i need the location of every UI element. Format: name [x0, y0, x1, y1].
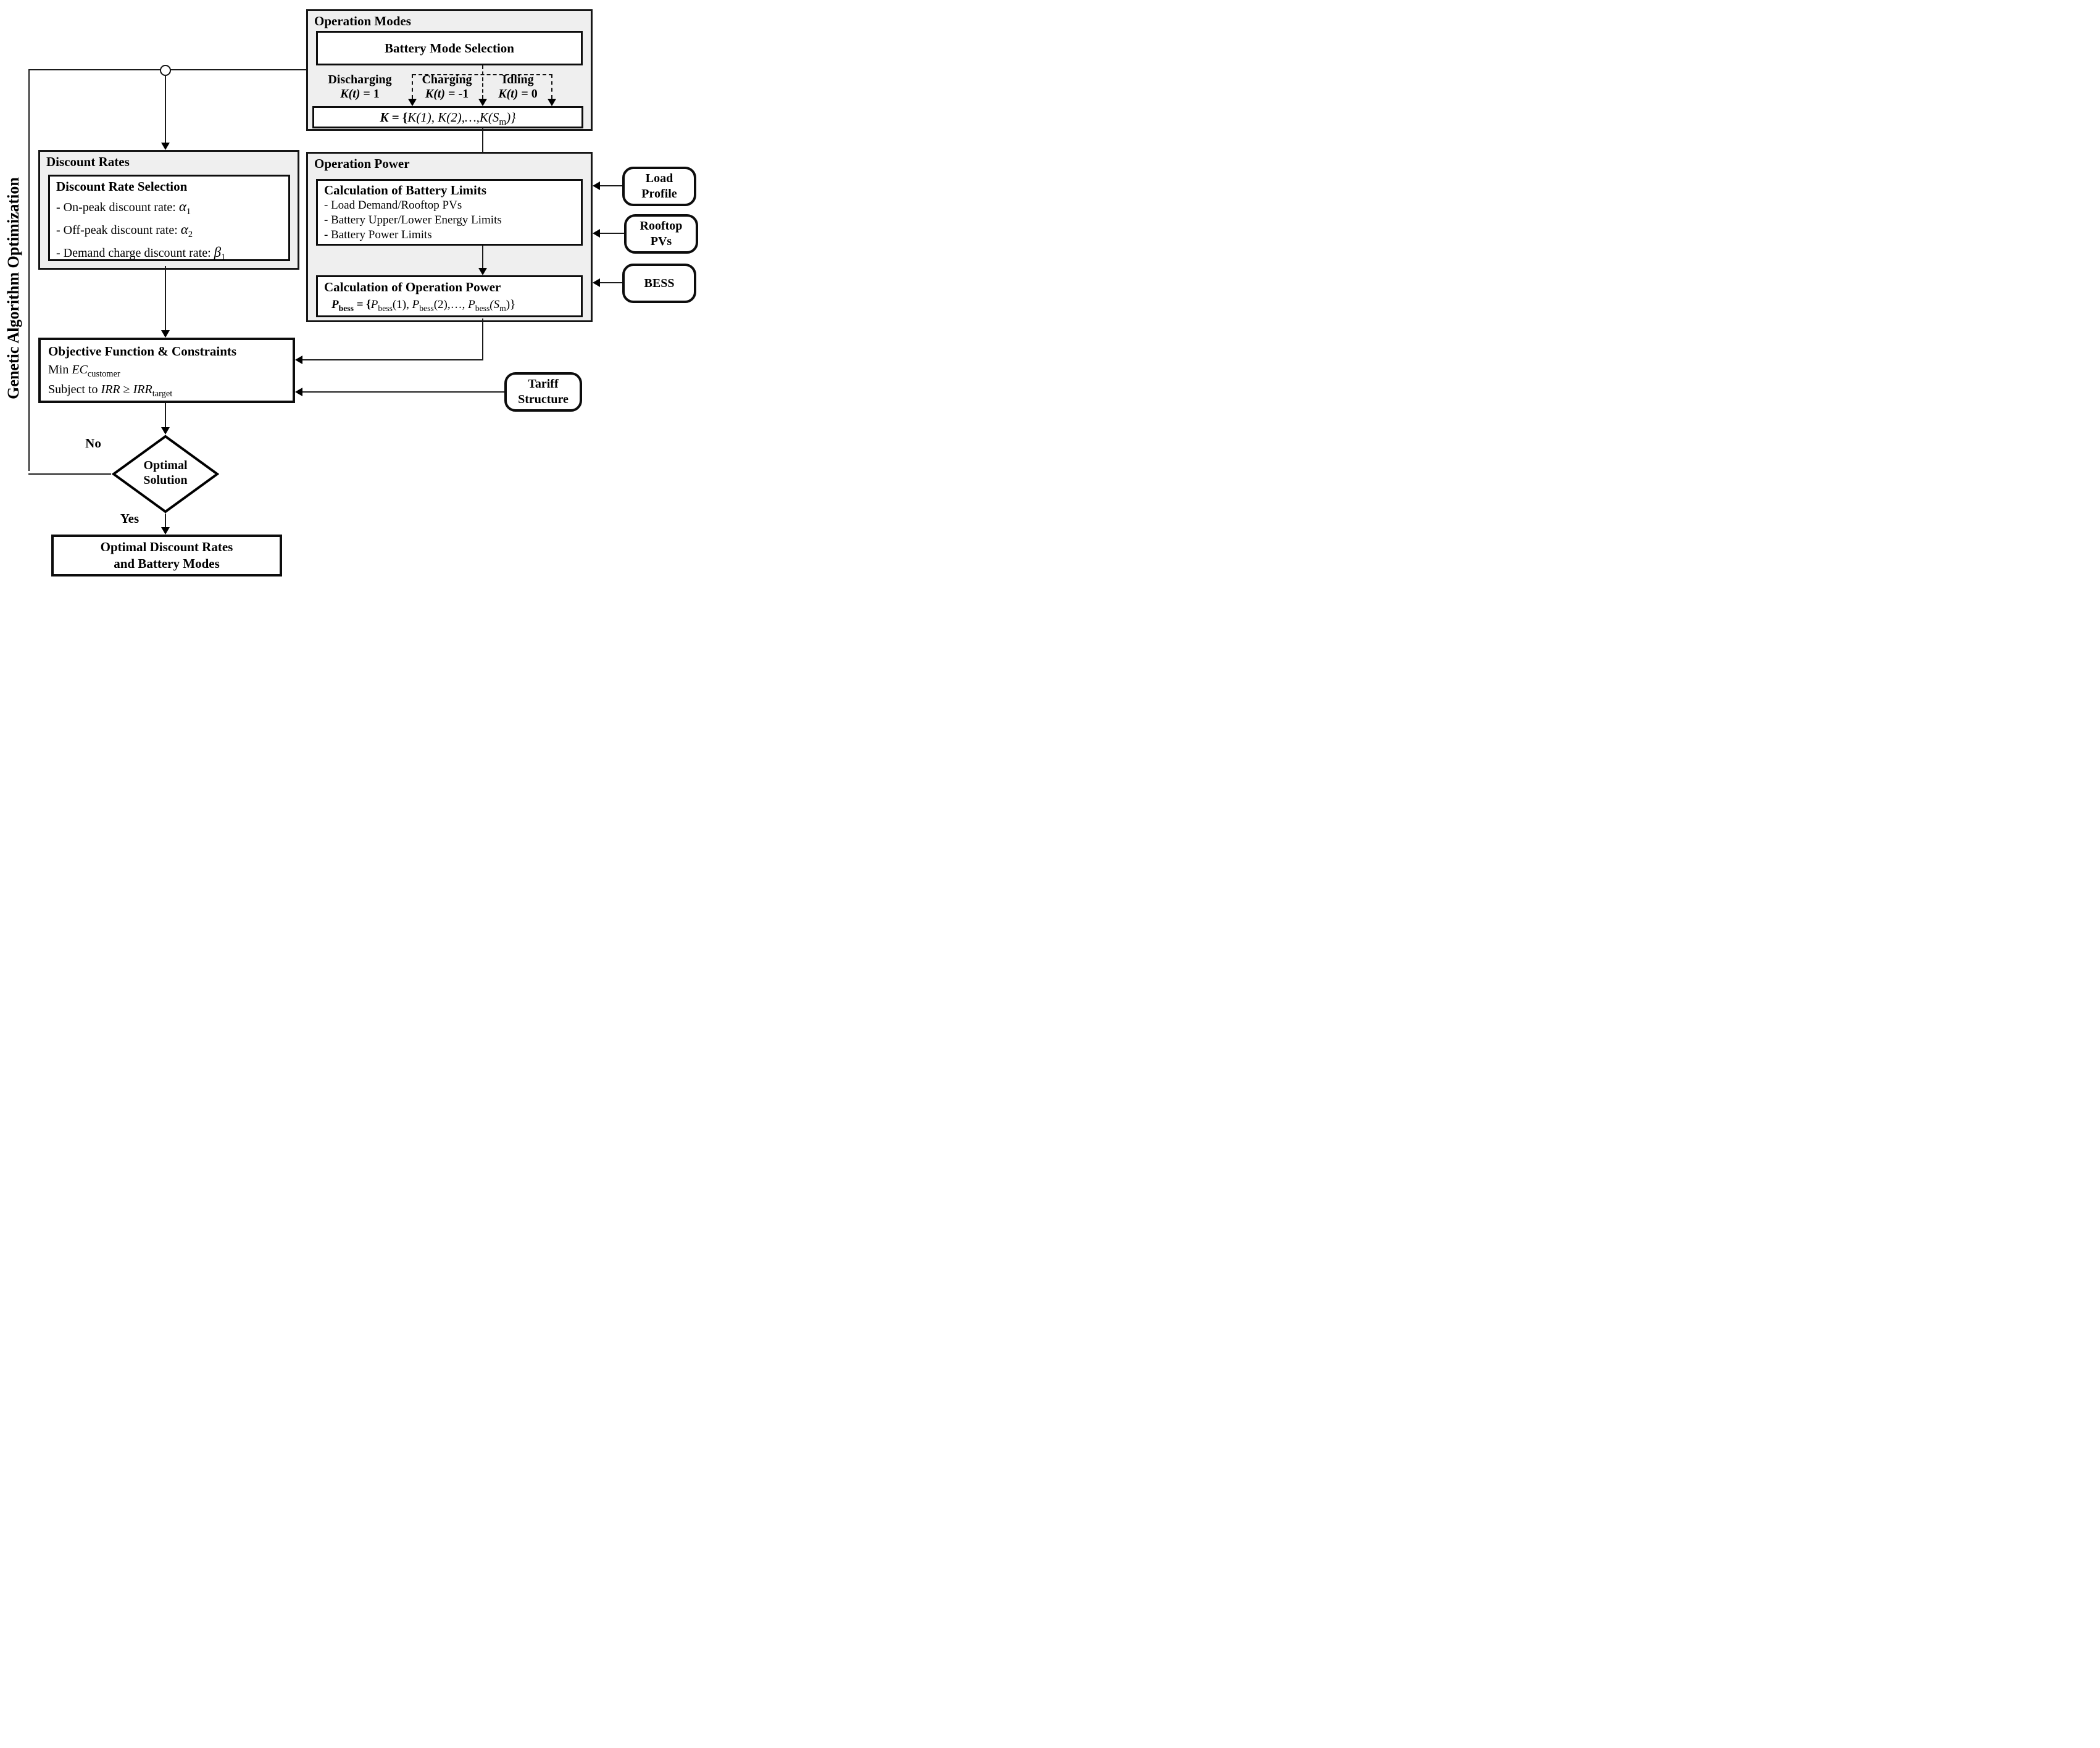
modes-dashed-right	[551, 74, 552, 99]
bess-node: BESS	[622, 264, 696, 303]
rooftop-pvs-arrow-line	[600, 233, 624, 234]
rooftop-pvs-node: Rooftop PVs	[624, 214, 698, 254]
tariff-arrow-line	[302, 391, 504, 393]
battery-limits-item: - Battery Upper/Lower Energy Limits	[324, 214, 502, 227]
flowchart-canvas: Genetic Algorithm Optimization Operation…	[0, 0, 700, 583]
objective-to-decision-line	[165, 403, 166, 427]
yes-label: Yes	[120, 511, 140, 526]
operation-modes-title: Operation Modes	[314, 14, 411, 28]
objective-min-line: Min ECcustomer	[48, 363, 120, 379]
arrow-into-objective	[161, 330, 170, 338]
mode-discharging: Discharging K(t) = 1	[317, 73, 403, 101]
load-profile-arrow-line	[600, 185, 622, 186]
decision-diamond	[112, 435, 219, 514]
tariff-line1: Tariff	[528, 377, 559, 391]
arrow-tariff	[295, 388, 302, 396]
k-set-box: K = {K(1), K(2),…,K(Sm)}	[312, 106, 583, 128]
operation-power-title: Operation Power	[314, 156, 410, 171]
operation-power-calc-title: Calculation of Operation Power	[324, 280, 501, 294]
bess-label: BESS	[644, 276, 675, 290]
genetic-algorithm-caption: Genetic Algorithm Optimization	[4, 177, 22, 399]
idling-arrow	[548, 99, 556, 106]
mode-charging-cond: K(t) = -1	[425, 87, 469, 101]
arrow-into-result	[161, 527, 170, 535]
load-profile-line2: Profile	[641, 187, 677, 201]
battery-mode-selection-box: Battery Mode Selection	[316, 31, 583, 65]
tariff-structure-node: Tariff Structure	[504, 372, 582, 412]
objective-title: Objective Function & Constraints	[48, 344, 237, 359]
discount-item-demand: - Demand charge discount rate: β1	[56, 244, 226, 262]
objective-constraint-line: Subject to IRR ≥ IRRtarget	[48, 383, 173, 399]
mode-idling-cond: K(t) = 0	[498, 87, 538, 101]
decision-line2: Solution	[143, 473, 188, 487]
discount-to-objective-line	[165, 266, 166, 330]
arrow-into-operation-power-calc	[478, 268, 487, 275]
result-line1: Optimal Discount Rates	[100, 539, 233, 554]
arrow-power-into-objective	[295, 356, 302, 364]
load-profile-node: Load Profile	[622, 167, 696, 206]
power-to-objective-hline	[302, 359, 483, 360]
load-profile-line1: Load	[645, 172, 673, 185]
objective-box: Objective Function & Constraints Min ECc…	[38, 338, 295, 403]
modes-dashed-mid	[482, 65, 483, 99]
discount-rate-selection-title: Discount Rate Selection	[56, 179, 188, 194]
charging-arrow	[478, 99, 487, 106]
battery-mode-selection-label: Battery Mode Selection	[385, 40, 514, 56]
discharging-arrow	[408, 99, 417, 106]
battery-limits-title: Calculation of Battery Limits	[324, 183, 487, 198]
modes-dashed-left	[412, 74, 413, 99]
mode-charging: Charging K(t) = -1	[404, 73, 490, 101]
limits-to-calc-line	[482, 246, 483, 268]
modes-to-power-line	[482, 127, 483, 172]
loop-bottom-line	[28, 473, 111, 475]
battery-limits-item: - Load Demand/Rooftop PVs	[324, 199, 462, 212]
result-box: Optimal Discount Rates and Battery Modes	[51, 535, 282, 576]
discount-rates-panel: Discount Rates Discount Rate Selection -…	[38, 150, 299, 270]
discount-item-offpeak: - Off-peak discount rate: α2	[56, 222, 193, 239]
arrow-into-decision	[161, 427, 170, 435]
operation-power-calc-box: Calculation of Operation Power Pbess = {…	[316, 275, 583, 317]
arrow-bess	[593, 278, 600, 287]
decision-line1: Optimal	[143, 459, 188, 472]
arrow-into-discount-rates	[161, 143, 170, 150]
tariff-line2: Structure	[518, 393, 569, 406]
decision-to-result-line	[165, 514, 166, 527]
junction-to-discount-line	[165, 75, 166, 143]
mode-discharging-name: Discharging	[328, 73, 392, 86]
rooftop-pvs-line1: Rooftop	[640, 219, 683, 233]
discount-rates-title: Discount Rates	[46, 154, 130, 169]
mode-idling: Idling K(t) = 0	[475, 73, 561, 101]
battery-limits-item: - Battery Power Limits	[324, 228, 432, 241]
pbess-formula: Pbess = {Pbess(1), Pbess(2),…, Pbess(Sm)…	[331, 298, 516, 313]
mode-discharging-cond: K(t) = 1	[340, 87, 380, 101]
mode-idling-name: Idling	[502, 73, 534, 86]
rooftop-pvs-line2: PVs	[650, 235, 672, 248]
result-line2: and Battery Modes	[114, 556, 220, 571]
bess-arrow-line	[600, 282, 622, 283]
discount-rate-selection-box: Discount Rate Selection - On-peak discou…	[48, 175, 290, 262]
no-label: No	[85, 436, 101, 451]
k-set-formula: K = {K(1), K(2),…,K(Sm)}	[380, 109, 516, 127]
decision-text: Optimal Solution	[112, 458, 219, 488]
discount-item-onpeak: - On-peak discount rate: α1	[56, 199, 191, 217]
arrow-rooftop-pvs	[593, 229, 600, 238]
arrow-load-profile	[593, 181, 600, 190]
operation-modes-panel: Operation Modes Battery Mode Selection D…	[306, 9, 593, 131]
battery-limits-box: Calculation of Battery Limits - Load Dem…	[316, 179, 583, 246]
operation-power-panel: Operation Power Calculation of Battery L…	[306, 152, 593, 322]
loop-left-line	[28, 69, 30, 471]
mode-charging-name: Charging	[422, 73, 472, 86]
power-to-objective-vline	[482, 318, 483, 360]
